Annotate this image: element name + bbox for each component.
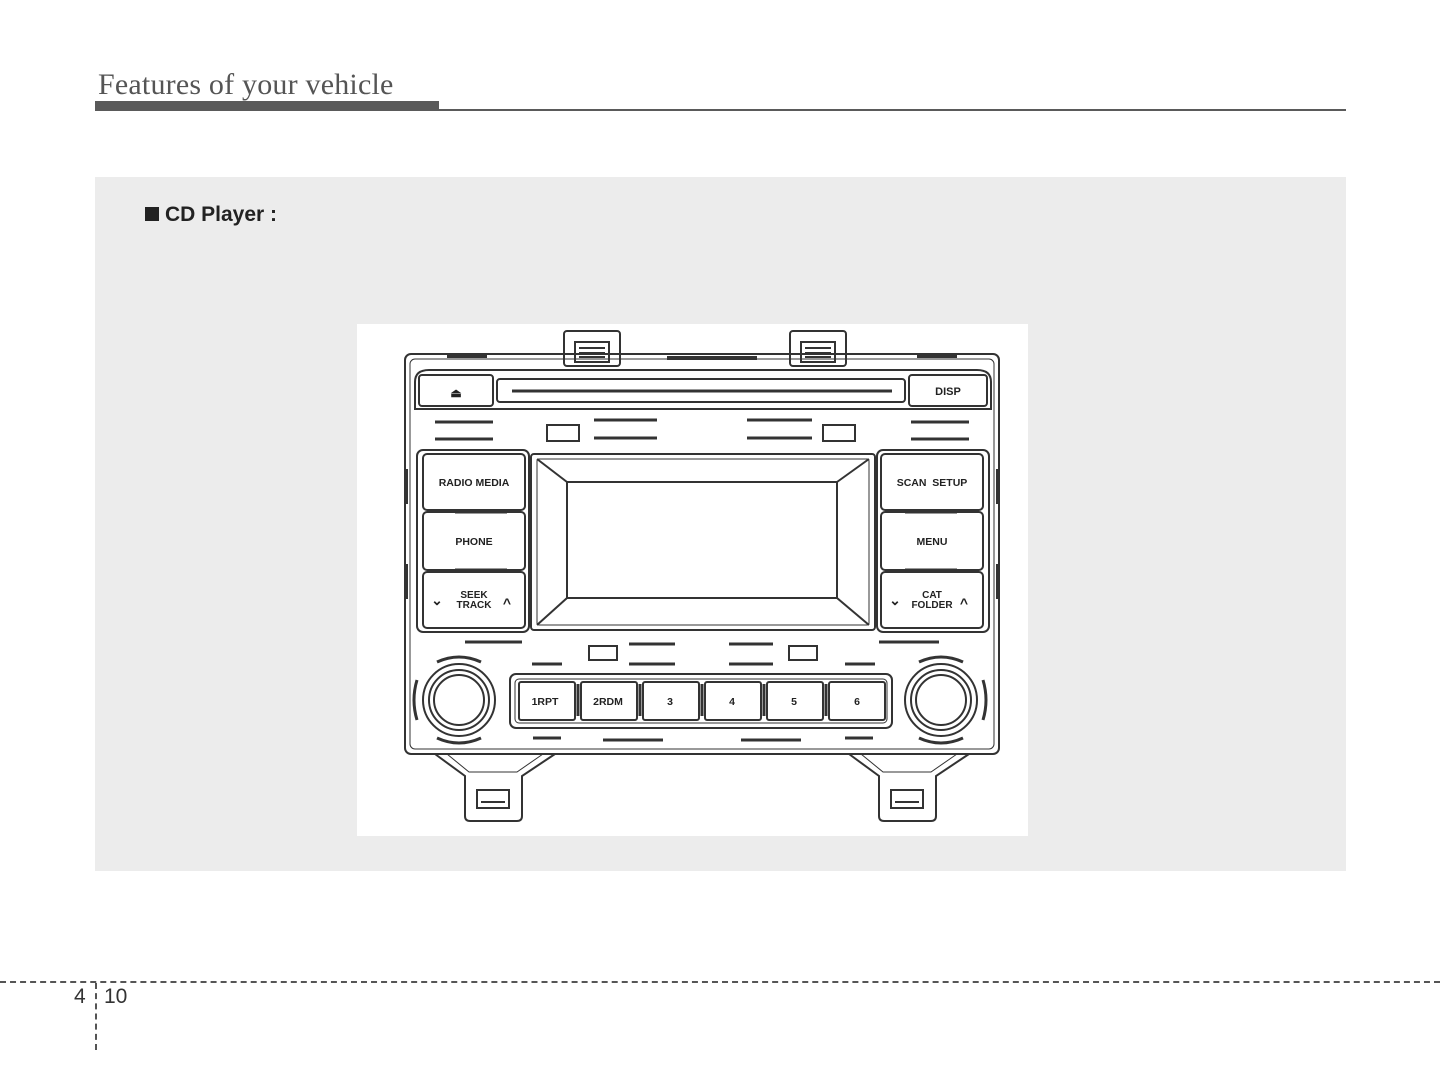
header-rule xyxy=(95,109,1346,111)
track-label: TRACK xyxy=(457,600,493,611)
footer-dashed-rule xyxy=(0,981,1440,983)
page-header-title: Features of your vehicle xyxy=(98,68,394,102)
phone-label: PHONE xyxy=(455,536,492,548)
bottom-mount-left xyxy=(435,754,555,821)
figure-panel: CD Player : xyxy=(95,177,1346,871)
folder-label: FOLDER xyxy=(911,600,953,611)
folder-up-chevron-icon: ^ xyxy=(960,595,968,611)
seek-down-chevron-icon: ⌄ xyxy=(431,592,443,608)
radio-media-label: RADIO MEDIA xyxy=(439,477,510,489)
bottom-mount-right xyxy=(849,754,969,821)
section-heading: CD Player : xyxy=(145,203,277,227)
cd-player-illustration: ⏏ DISP RADIO MEDIA PHONE SEEK TRACK ⌄ ^ … xyxy=(357,324,1028,836)
preset-3-label: 3 xyxy=(667,696,673,708)
volume-knob[interactable] xyxy=(414,657,495,743)
page-number: 10 xyxy=(104,985,127,1009)
bullet-square-icon xyxy=(145,207,159,221)
footer-dashed-divider xyxy=(95,983,97,1050)
cd-player-drawing: ⏏ DISP RADIO MEDIA PHONE SEEK TRACK ⌄ ^ … xyxy=(357,324,1028,836)
folder-down-chevron-icon: ⌄ xyxy=(889,592,901,608)
top-clip-right xyxy=(790,331,846,366)
lcd-display xyxy=(531,454,875,630)
preset-1-label: 1RPT xyxy=(532,696,559,708)
preset-6-label: 6 xyxy=(854,696,860,708)
preset-2-label: 2RDM xyxy=(593,696,623,708)
disp-label: DISP xyxy=(935,386,961,398)
chapter-number: 4 xyxy=(74,985,86,1009)
section-heading-text: CD Player : xyxy=(165,203,277,226)
top-clip-left xyxy=(564,331,620,366)
preset-5-label: 5 xyxy=(791,696,797,708)
seek-up-chevron-icon: ^ xyxy=(503,595,511,611)
menu-label: MENU xyxy=(917,536,948,548)
eject-icon: ⏏ xyxy=(450,386,462,400)
tune-knob[interactable] xyxy=(905,657,986,743)
preset-4-label: 4 xyxy=(729,696,735,708)
scan-setup-label: SCAN SETUP xyxy=(897,477,968,489)
